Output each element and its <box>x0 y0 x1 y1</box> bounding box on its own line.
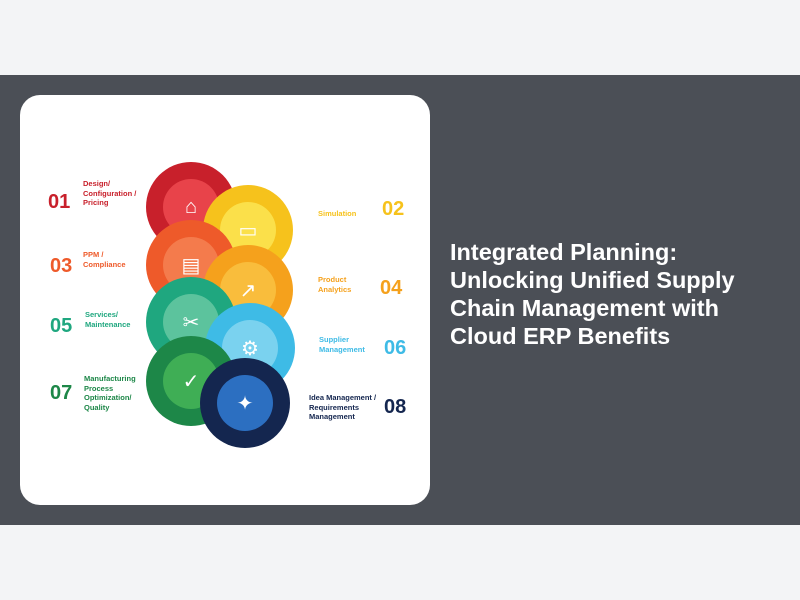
item-number: 08 <box>384 396 407 418</box>
item-number: 03 <box>50 255 73 277</box>
page-title: Integrated Planning: Unlocking Unified S… <box>450 239 735 349</box>
item-number: 05 <box>50 315 73 337</box>
item-label: Product Analytics <box>318 275 352 294</box>
circle-item-08: ✦ <box>200 358 290 448</box>
item-number: 04 <box>380 277 403 299</box>
item-label: PPM / Compliance <box>83 250 126 269</box>
item-number: 06 <box>384 337 407 359</box>
item-label: Design/ Configuration / Pricing <box>83 179 137 207</box>
item-number: 07 <box>50 382 73 404</box>
item-number: 02 <box>382 198 405 220</box>
item-label: Simulation <box>318 209 357 218</box>
item-label: Manufacturing Process Optimization/ Qual… <box>84 374 136 412</box>
item-label: Services/ Maintenance <box>85 310 131 329</box>
item-label: Idea Management / Requirements Managemen… <box>309 393 377 421</box>
item-number: 01 <box>48 191 71 213</box>
item-label: Supplier Management <box>319 335 365 354</box>
item-icon: ✦ <box>217 375 273 431</box>
